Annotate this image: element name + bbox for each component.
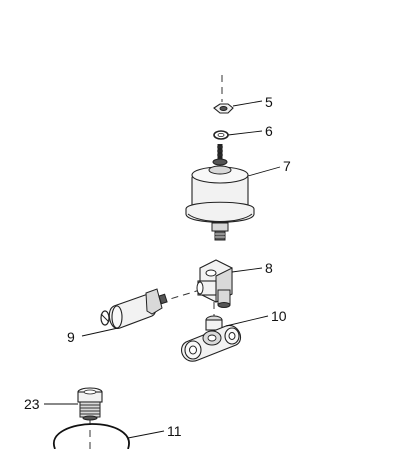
part-9-pressure-switch: [100, 288, 168, 329]
part-10-banjo-fitting: [181, 315, 241, 362]
callout-9: 9: [67, 329, 75, 345]
leader-8: [231, 267, 263, 273]
callout-7: 7: [283, 158, 291, 174]
part-7-sender-unit: [185, 144, 255, 241]
callout-8: 8: [265, 260, 273, 276]
part-8-tee-fitting: [196, 259, 233, 308]
callout-11: 11: [167, 423, 182, 439]
part-23-threaded-fitting: [77, 387, 103, 421]
part-5-nut: [213, 103, 234, 114]
callout-10: 10: [271, 308, 287, 324]
part-11-o-ring: [52, 423, 130, 449]
leader-10: [225, 315, 269, 327]
leader-7: [247, 166, 281, 177]
leader-5: [232, 100, 263, 107]
callout-23: 23: [24, 396, 40, 412]
leader-6: [227, 130, 263, 136]
callout-5: 5: [265, 94, 273, 110]
leader-11: [127, 430, 165, 439]
callout-6: 6: [265, 123, 273, 139]
part-6-washer: [213, 130, 229, 140]
leader-9: [81, 327, 119, 337]
